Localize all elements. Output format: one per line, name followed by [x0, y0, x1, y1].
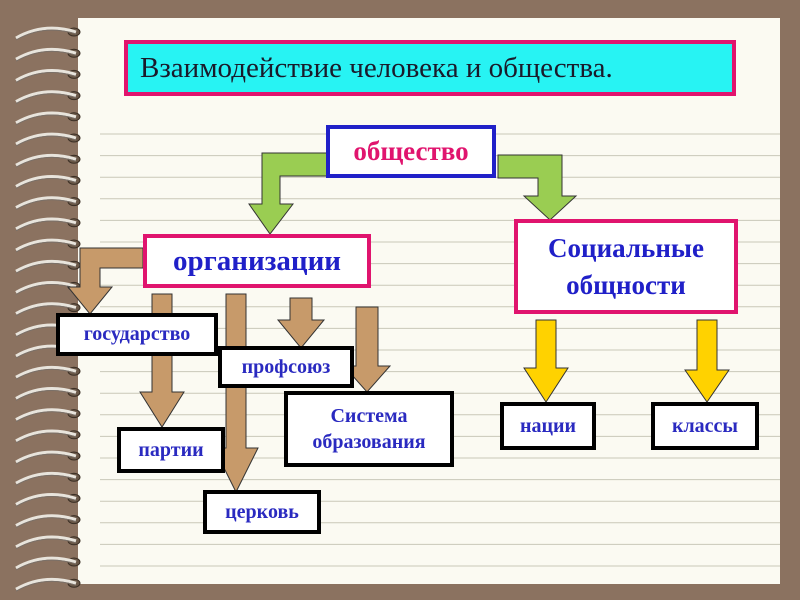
spiral-coil	[15, 238, 77, 252]
spiral-coil	[15, 259, 77, 273]
classes-label: классы	[671, 414, 739, 437]
spiral-coil	[15, 153, 77, 167]
spiral-coil	[15, 26, 77, 40]
yellow-arrow-nations	[523, 319, 569, 403]
state-node: государство	[56, 313, 218, 356]
spiral-coil	[15, 175, 77, 188]
social-communities-node: Социальные общности	[514, 219, 738, 314]
brown-arrow-state	[66, 247, 144, 315]
church-label: церковь	[225, 500, 299, 523]
education-system-node: Система образования	[284, 391, 454, 467]
spiral-coil-shadow	[15, 453, 77, 465]
spiral-coil	[15, 471, 77, 485]
spiral-coil-shadow	[15, 72, 77, 83]
spiral-coil-shadow	[15, 559, 77, 571]
society-label: общество	[353, 136, 469, 166]
spiral-coil-shadow	[15, 135, 77, 147]
slide-title: Взаимодействие человека и общества.	[124, 40, 736, 96]
spiral-coil	[15, 408, 77, 421]
brown-arrow-parties	[139, 293, 185, 428]
social-label-line1: Социальные	[548, 233, 704, 264]
spiral-coil	[15, 69, 77, 82]
organizations-node: организации	[143, 234, 371, 288]
spiral-coil	[15, 90, 77, 103]
spiral-coil	[15, 196, 77, 209]
spiral-coil	[15, 365, 77, 379]
spiral-coil	[15, 47, 77, 61]
spiral-coil	[15, 217, 77, 231]
nations-node: нации	[500, 402, 596, 450]
spiral-coil	[15, 429, 77, 443]
spiral-coil	[15, 577, 77, 591]
spiral-coil	[15, 556, 77, 570]
spiral-coil	[15, 387, 77, 400]
classes-node: классы	[651, 402, 759, 450]
spiral-coil-shadow	[15, 29, 77, 41]
spiral-coil-shadow	[15, 390, 77, 401]
spiral-coil-shadow	[15, 156, 77, 168]
spiral-coil-shadow	[15, 114, 77, 126]
spiral-coil	[15, 493, 77, 506]
spiral-coil	[15, 514, 77, 527]
spiral-coil	[15, 132, 77, 146]
spiral-coil	[15, 450, 77, 464]
education-label-line1: Система	[330, 405, 408, 427]
parties-label: партии	[138, 438, 204, 461]
slide-title-text: Взаимодействие человека и общества.	[140, 51, 613, 84]
social-label-line2: общности	[566, 269, 686, 300]
nations-label: нации	[519, 414, 577, 437]
spiral-binding	[15, 26, 81, 592]
spiral-coil-shadow	[15, 241, 77, 253]
organizations-label: организации	[173, 244, 341, 277]
green-arrow-left	[248, 152, 329, 235]
church-node: церковь	[203, 490, 321, 534]
spiral-coil-shadow	[15, 178, 77, 189]
spiral-coil-shadow	[15, 496, 77, 507]
education-label-line2: образования	[312, 431, 426, 453]
spiral-coil-shadow	[15, 580, 77, 592]
spiral-coil-shadow	[15, 432, 77, 444]
spiral-coil-shadow	[15, 474, 77, 486]
spiral-coil-shadow	[15, 262, 77, 274]
spiral-coil-shadow	[15, 199, 77, 211]
yellow-arrow-classes	[684, 319, 730, 403]
brown-arrow-education	[342, 306, 392, 393]
spiral-coil-shadow	[15, 368, 77, 380]
spiral-coil-shadow	[15, 220, 77, 232]
parties-node: партии	[117, 427, 225, 473]
trade-union-label: профсоюз	[241, 355, 331, 378]
spiral-coil-shadow	[15, 538, 77, 550]
spiral-coil-shadow	[15, 50, 77, 62]
trade-union-node: профсоюз	[218, 346, 354, 388]
spiral-coil-shadow	[15, 305, 77, 317]
state-label: государство	[83, 323, 191, 345]
green-arrow-right	[497, 154, 578, 221]
spiral-coil	[15, 281, 77, 294]
spiral-coil	[15, 302, 77, 315]
spiral-coil-shadow	[15, 411, 77, 423]
brown-arrow-union	[276, 297, 326, 349]
spiral-coil-shadow	[15, 93, 77, 105]
spiral-coil	[15, 111, 77, 125]
society-node: общество	[326, 125, 496, 178]
spiral-coil-shadow	[15, 517, 77, 529]
spiral-coil	[15, 535, 77, 549]
